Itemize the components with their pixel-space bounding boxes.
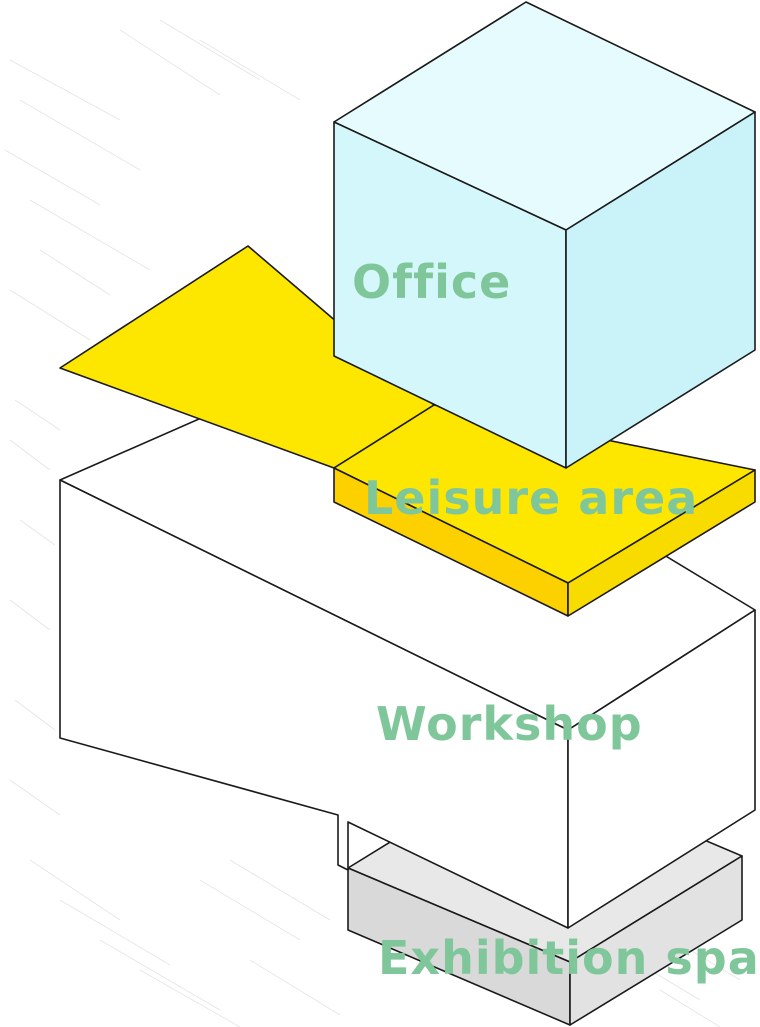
office-right-face <box>565 111 756 469</box>
exhibition-side-face <box>569 855 743 1026</box>
office-volume <box>333 1 756 469</box>
exhibition-space-label: Exhibition space <box>378 931 760 985</box>
leisure-area-label: Leisure area <box>364 471 698 525</box>
workshop-label: Workshop <box>376 697 643 751</box>
office-label: Office <box>352 255 511 309</box>
workshop-volume <box>59 357 756 929</box>
workshop-side-face <box>567 609 756 929</box>
leisure-slab-side <box>567 469 756 617</box>
leisure-volume <box>59 245 756 617</box>
background-hatching <box>4 19 741 1027</box>
